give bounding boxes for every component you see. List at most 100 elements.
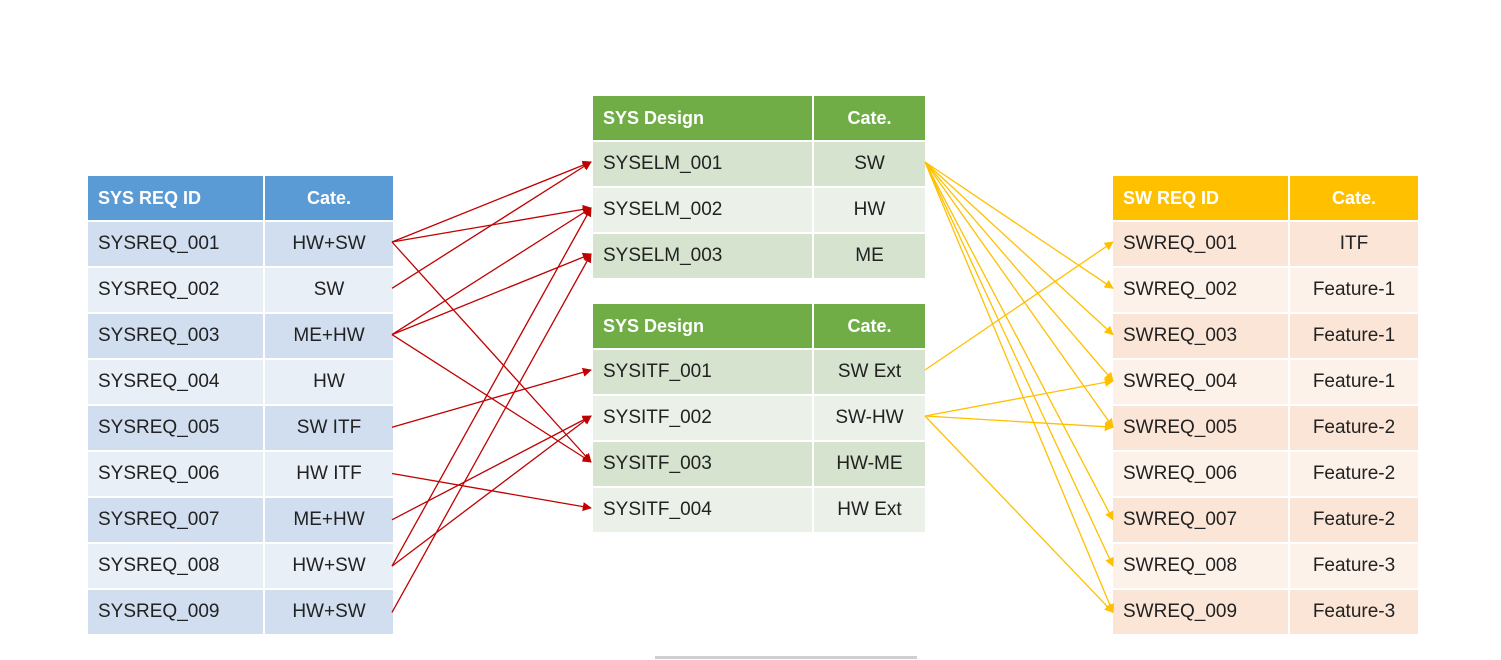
sw-req-id: SWREQ_007	[1113, 497, 1290, 544]
sw-req-id: SWREQ_004	[1113, 359, 1290, 406]
sys-elm-id: SYSELM_002	[593, 187, 814, 234]
sw-req-id: SWREQ_005	[1113, 405, 1290, 452]
sys-design-header: SYS Design	[593, 96, 814, 142]
sys-req-cate: HW+SW	[264, 543, 395, 590]
sys-design-cate-header: Cate.	[813, 304, 927, 350]
trace-arrow	[391, 161, 592, 289]
sys-req-cate: HW ITF	[264, 451, 395, 498]
trace-arrow	[391, 207, 592, 567]
sys-elm-id: SYSELM_001	[593, 141, 814, 188]
sw-req-id: SWREQ_008	[1113, 543, 1290, 590]
trace-arrow	[924, 377, 1114, 417]
sw-req-id: SWREQ_003	[1113, 313, 1290, 360]
sys-req-cate: HW+SW	[264, 589, 395, 636]
trace-arrow	[391, 252, 592, 336]
sw-req-id-header: SW REQ ID	[1113, 176, 1290, 222]
sw-req-id: SWREQ_009	[1113, 589, 1290, 636]
trace-arrow	[924, 161, 1114, 521]
sw-req-cate-header: Cate.	[1289, 176, 1420, 222]
sw-req-id: SWREQ_006	[1113, 451, 1290, 498]
divider	[655, 656, 917, 659]
sys-itf-id: SYSITF_002	[593, 395, 814, 442]
sys-itf-id: SYSITF_001	[593, 349, 814, 396]
sys-req-id: SYSREQ_004	[88, 359, 265, 406]
trace-arrow	[391, 367, 592, 428]
sys-req-cate: SW ITF	[264, 405, 395, 452]
sys-req-id: SYSREQ_005	[88, 405, 265, 452]
sys-req-cate: HW	[264, 359, 395, 406]
sys-req-cate-header: Cate.	[264, 176, 395, 222]
sys-req-id: SYSREQ_008	[88, 543, 265, 590]
sys-req-id: SYSREQ_006	[88, 451, 265, 498]
trace-arrow	[391, 415, 592, 567]
sys-itf-id: SYSITF_004	[593, 487, 814, 534]
trace-arrow	[391, 253, 592, 613]
sw-req-cate: Feature-2	[1289, 405, 1420, 452]
sw-req-id: SWREQ_002	[1113, 267, 1290, 314]
trace-arrow	[391, 241, 592, 463]
design-to-swreq-links	[924, 161, 1115, 614]
trace-arrow	[924, 161, 1114, 289]
sys-itf-cate: HW Ext	[813, 487, 927, 534]
sys-design-cate-header: Cate.	[813, 96, 927, 142]
sys-itf-id: SYSITF_003	[593, 441, 814, 488]
trace-arrow	[924, 161, 1115, 614]
sys-req-cate: SW	[264, 267, 395, 314]
sw-req-cate: Feature-3	[1289, 543, 1420, 590]
sw-req-cate: ITF	[1289, 221, 1420, 268]
sysreq-to-design-links	[391, 160, 592, 613]
sys-req-id: SYSREQ_007	[88, 497, 265, 544]
sys-req-id: SYSREQ_003	[88, 313, 265, 360]
trace-arrow	[391, 415, 592, 521]
trace-arrow	[924, 415, 1114, 432]
sys-req-cate: HW+SW	[264, 221, 395, 268]
trace-arrow	[391, 207, 592, 336]
sw-req-cate: Feature-2	[1289, 497, 1420, 544]
sys-req-cate: ME+HW	[264, 497, 395, 544]
sw-req-cate: Feature-1	[1289, 267, 1420, 314]
trace-arrow	[924, 161, 1114, 567]
sys-itf-cate: SW Ext	[813, 349, 927, 396]
sys-elm-cate: SW	[813, 141, 927, 188]
trace-arrow	[924, 161, 1114, 336]
sys-elm-id: SYSELM_003	[593, 233, 814, 280]
trace-arrow	[924, 415, 1114, 614]
sys-itf-cate: SW-HW	[813, 395, 927, 442]
trace-arrow	[924, 241, 1114, 371]
sw-req-cate: Feature-1	[1289, 359, 1420, 406]
sys-req-id-header: SYS REQ ID	[88, 176, 265, 222]
sys-req-id: SYSREQ_009	[88, 589, 265, 636]
trace-arrow	[924, 161, 1114, 382]
sys-design-header: SYS Design	[593, 304, 814, 350]
sys-req-id: SYSREQ_001	[88, 221, 265, 268]
sys-req-cate: ME+HW	[264, 313, 395, 360]
trace-arrow	[391, 160, 592, 243]
